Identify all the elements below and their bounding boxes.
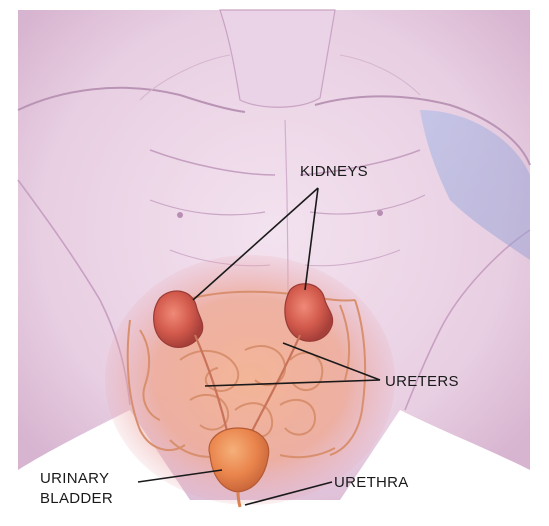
label-urethra: URETHRA — [334, 474, 409, 491]
label-ureters: URETERS — [385, 373, 459, 390]
label-bladder: BLADDER — [40, 490, 113, 507]
label-urinary: URINARY — [40, 470, 109, 487]
label-kidneys: KIDNEYS — [300, 163, 368, 180]
